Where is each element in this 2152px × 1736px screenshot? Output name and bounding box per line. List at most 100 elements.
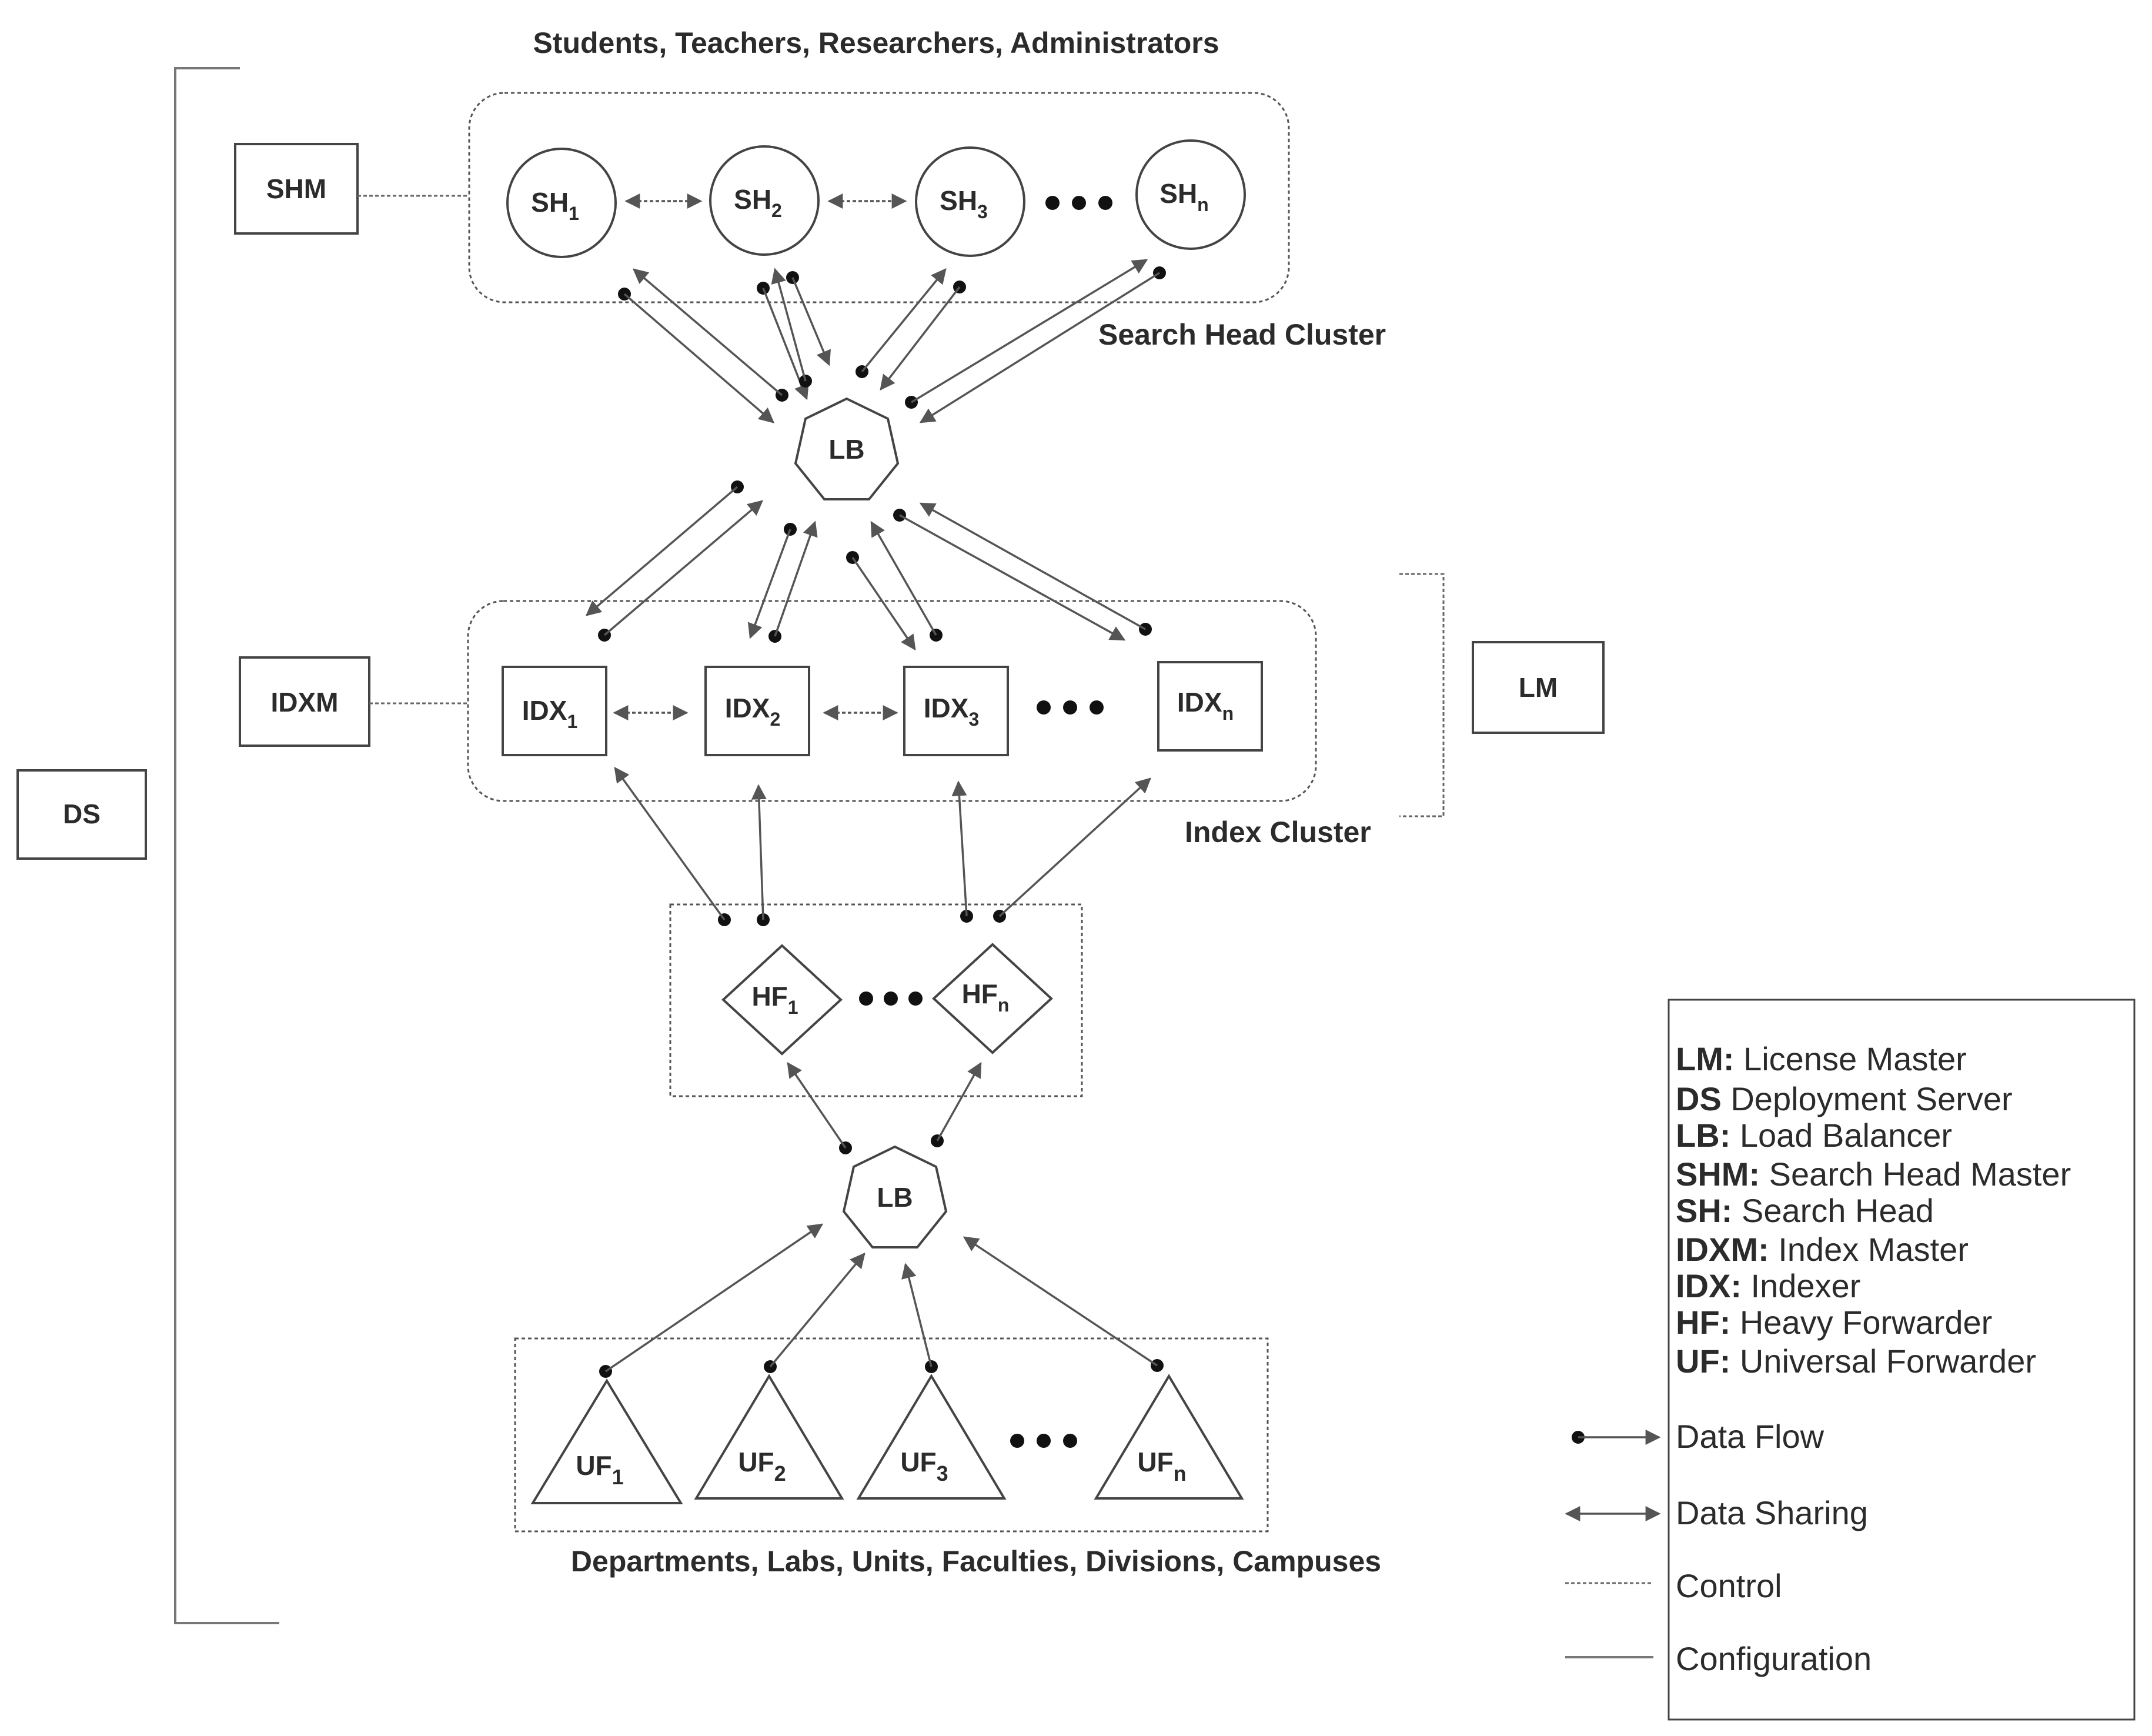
idx-3-base: IDX: [924, 693, 969, 723]
uf-n-sub: n: [1174, 1461, 1187, 1485]
flow-lb-to-sh3: [856, 268, 947, 378]
hf-n-base: HF: [962, 979, 998, 1009]
idx-n-sub: n: [1222, 703, 1234, 724]
flow-idxn-to-lb: [919, 502, 1152, 636]
flow-lb-to-hf1: [787, 1061, 852, 1154]
svg-text:SH3: SH3: [940, 185, 988, 222]
svg-text:SH1: SH1: [531, 187, 579, 224]
hf-n-sub: n: [998, 994, 1010, 1016]
idx-1-base: IDX: [522, 695, 567, 726]
hf-ellipsis: [859, 991, 923, 1006]
svg-text:HF1: HF1: [751, 981, 798, 1018]
svg-text:UF3: UF3: [900, 1447, 948, 1485]
idx-ellipsis: [1037, 700, 1104, 715]
idx-3-sub: 3: [968, 709, 979, 730]
uf-2-base: UF: [738, 1447, 774, 1477]
flow-idx2-to-lb: [768, 520, 818, 643]
uf-3-sub: 3: [937, 1461, 948, 1485]
svg-text:IDXn: IDXn: [1177, 687, 1234, 724]
flow-lb-to-idx3: [846, 551, 916, 651]
legend-sh: SH: Search Head: [1676, 1192, 1934, 1229]
uf-1-base: UF: [576, 1450, 611, 1481]
idx-n-node: IDXn: [1157, 661, 1263, 752]
flow-sh1-to-lb: [618, 288, 774, 423]
svg-text:SHn: SHn: [1159, 178, 1208, 215]
flow-hfn-to-idxn: [993, 777, 1151, 923]
legend-hf: HF: Heavy Forwarder: [1676, 1304, 1992, 1341]
idxm-box: [239, 656, 370, 747]
uf-3-node: UF3: [856, 1374, 1007, 1500]
legend-idx: IDX: Indexer: [1676, 1267, 1860, 1304]
sh-1-sub: 1: [569, 203, 579, 224]
flow-lb-to-shn: [905, 259, 1148, 409]
universal-forwarder-group: [514, 1337, 1269, 1533]
flow-sh2b-to-lb: [786, 271, 831, 366]
svg-text:IDX3: IDX3: [924, 693, 979, 730]
svg-text:SH2: SH2: [734, 184, 782, 221]
legend: LM: License Master DS Deployment Server …: [1565, 999, 2136, 1721]
flow-idx3-to-lb: [870, 520, 943, 642]
idx-2-base: IDX: [725, 693, 770, 723]
legend-lm: LM: License Master: [1676, 1040, 1967, 1077]
sh-3-node: SH3: [915, 146, 1025, 257]
sh-n-node: SHn: [1135, 139, 1246, 250]
shm-label: SHM: [266, 173, 326, 204]
flow-shn-to-lb: [919, 266, 1166, 423]
flow-hf1-to-idx1: [614, 766, 731, 926]
svg-text:UF2: UF2: [738, 1447, 786, 1485]
legend-data-flow-symbol: [1572, 1430, 1661, 1445]
hf-1-base: HF: [751, 981, 787, 1011]
lm-label: LM: [1519, 672, 1558, 703]
search-head-cluster-label: Search Head Cluster: [1098, 318, 1386, 351]
flow-hfn-to-idx3: [951, 780, 973, 923]
shm-box: [234, 143, 359, 235]
lb-lower-node: LB: [842, 1145, 948, 1248]
svg-text:IDX2: IDX2: [725, 693, 780, 730]
sh-3-base: SH: [940, 185, 977, 216]
lb-lower-label: LB: [877, 1182, 913, 1213]
idxm-label: IDXM: [271, 687, 339, 717]
uf-1-sub: 1: [612, 1465, 624, 1489]
search-head-cluster-boundary: [468, 92, 1290, 303]
lm-control-bracket: [1399, 573, 1445, 817]
uf-2-node: UF2: [694, 1374, 844, 1500]
data-flow-arrows: [586, 259, 1166, 1378]
flow-lb-to-sh2: [771, 268, 812, 388]
uf-1-node: UF1: [530, 1378, 683, 1504]
svg-text:IDX1: IDX1: [522, 695, 577, 732]
flow-uf1-to-lb: [599, 1223, 824, 1378]
flow-lb-to-idx1: [586, 480, 744, 616]
svg-text:UF1: UF1: [576, 1450, 623, 1489]
legend-data-sharing-label: Data Sharing: [1676, 1494, 1868, 1531]
sh-n-sub: n: [1197, 194, 1209, 215]
hf-n-node: HFn: [932, 943, 1053, 1054]
idx-1-node: IDX1: [502, 666, 607, 756]
sh-2-sub: 2: [771, 200, 782, 221]
legend-control-label: Control: [1676, 1567, 1782, 1604]
flow-ufn-to-lb: [963, 1236, 1164, 1372]
legend-box: [1668, 999, 2136, 1721]
svg-text:UFn: UFn: [1137, 1447, 1186, 1485]
hf-1-node: HF1: [721, 944, 843, 1056]
idx-2-node: IDX2: [704, 666, 810, 756]
idx-1-sub: 1: [567, 711, 577, 732]
idx-n-base: IDX: [1177, 687, 1222, 717]
flow-sh3-to-lb: [880, 281, 966, 391]
top-caption: Students, Teachers, Researchers, Adminis…: [533, 26, 1219, 59]
idx-2-sub: 2: [770, 709, 780, 730]
uf-ellipsis: [1010, 1434, 1077, 1448]
bottom-caption: Departments, Labs, Units, Faculties, Div…: [571, 1545, 1381, 1578]
index-cluster-label: Index Cluster: [1185, 816, 1371, 849]
legend-lb: LB: Load Balancer: [1676, 1117, 1952, 1154]
flow-lb-to-idx2: [747, 523, 797, 639]
idx-3-node: IDX3: [903, 666, 1009, 756]
ds-label: DS: [63, 799, 101, 829]
lb-upper-node: LB: [794, 397, 900, 500]
svg-text:HFn: HFn: [962, 979, 1010, 1016]
legend-idxm: IDXM: Index Master: [1676, 1231, 1969, 1268]
uf-3-base: UF: [900, 1447, 936, 1477]
legend-shm: SHM: Search Head Master: [1676, 1156, 2071, 1193]
sh-n-base: SH: [1159, 178, 1197, 209]
sh-2-node: SH2: [709, 145, 820, 256]
